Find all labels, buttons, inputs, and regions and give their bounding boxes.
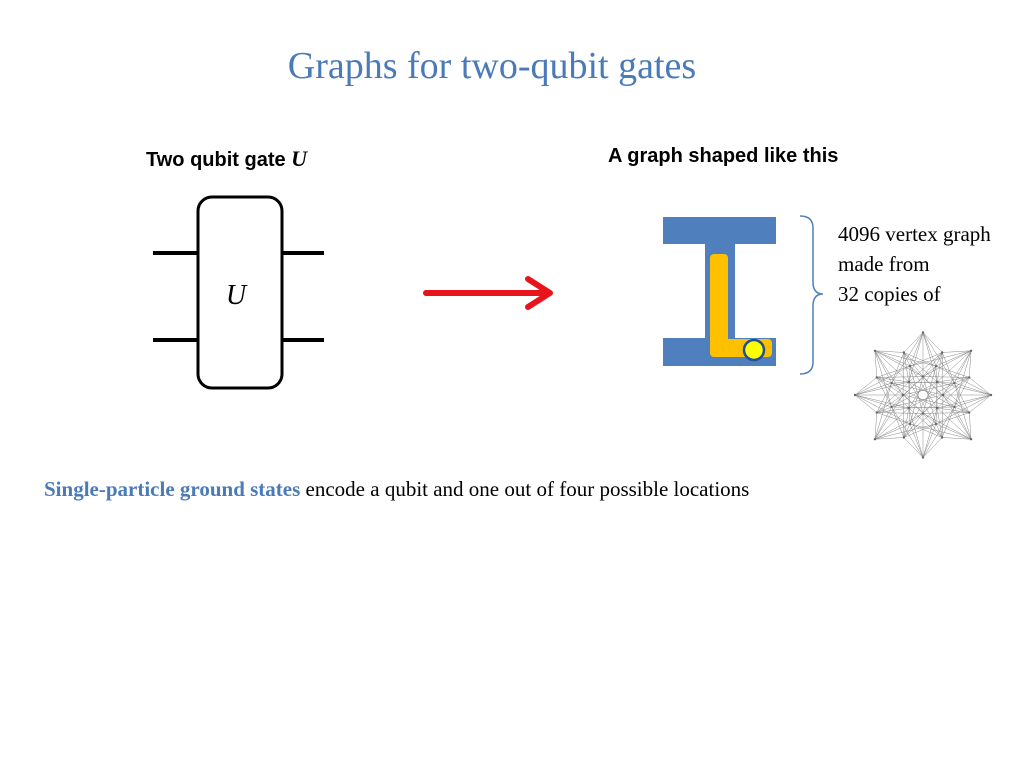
graph-edges — [854, 332, 992, 458]
graph-note: 4096 vertex graph made from 32 copies of — [838, 219, 991, 309]
left-heading-text: Two qubit gate — [146, 149, 292, 171]
left-heading-symbol: U — [291, 146, 308, 171]
right-heading: A graph shaped like this — [608, 145, 839, 167]
bottom-text: Single-particle ground states encode a q… — [44, 477, 749, 502]
note-line-3: 32 copies of — [838, 282, 941, 306]
note-line-1: 4096 vertex graph — [838, 222, 991, 246]
gate-box — [196, 195, 284, 390]
i-shaped-graph — [663, 217, 776, 366]
complex-graph-image — [853, 331, 993, 459]
note-line-2: made from — [838, 252, 930, 276]
arrow-head — [525, 276, 553, 310]
curly-brace — [799, 215, 824, 375]
slide-title: Graphs for two-qubit gates — [0, 44, 1024, 88]
i-top-bar — [663, 217, 776, 244]
graph-vertices — [853, 331, 993, 459]
bottom-rest: encode a qubit and one out of four possi… — [300, 477, 750, 501]
gate-label: U — [226, 280, 248, 311]
bottom-highlight: Single-particle ground states — [44, 477, 301, 501]
red-arrow — [423, 276, 553, 310]
gate-circuit-diagram: U — [153, 195, 324, 390]
particle-dot — [742, 338, 766, 362]
left-heading: Two qubit gate U — [146, 146, 307, 172]
yellow-path-vertical — [710, 254, 728, 354]
slide-title-text: Graphs for two-qubit gates — [287, 45, 697, 87]
